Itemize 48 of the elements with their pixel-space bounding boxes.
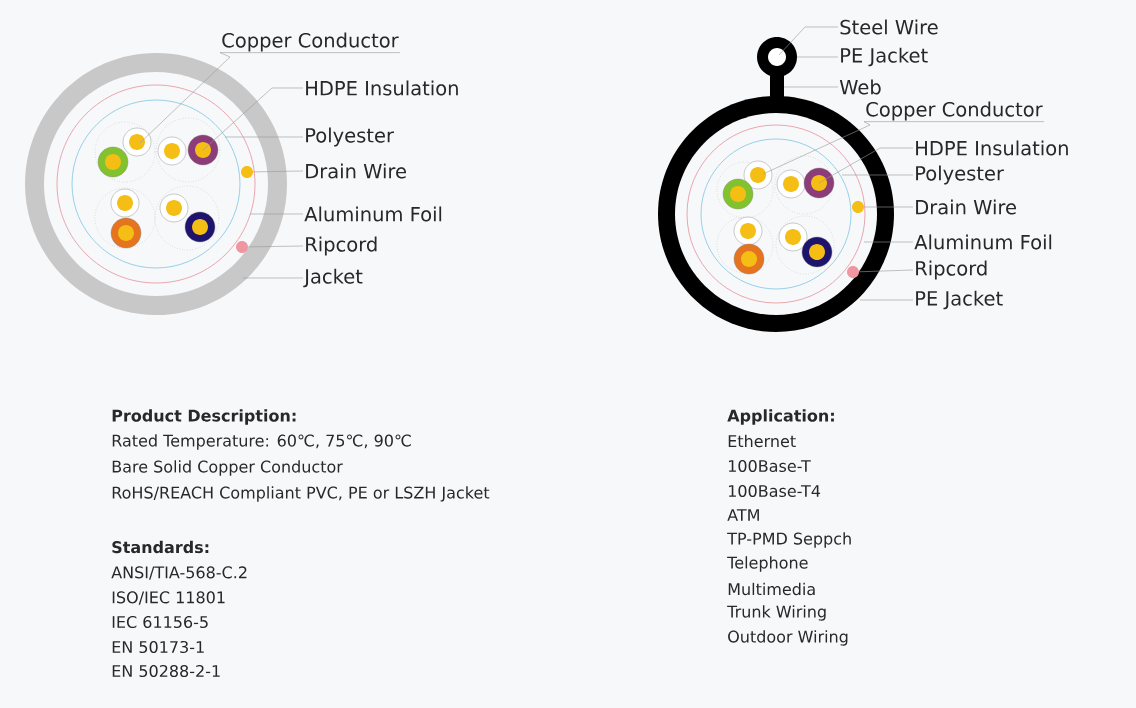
leader-line xyxy=(863,241,914,243)
part-label: Aluminum Foil xyxy=(914,234,1052,250)
part-label: Aluminum Foil xyxy=(304,206,442,222)
leader-line xyxy=(247,245,304,248)
leader-line xyxy=(841,174,914,176)
part-label: HDPE Insulation xyxy=(306,80,458,96)
spec-text: 100Base-T xyxy=(728,459,811,473)
part-label: PE Jacket xyxy=(841,47,928,67)
spec-text: Trunk Wiring xyxy=(727,605,826,621)
spec-text: RoHS/REACH Compliant PVC, PE or LSZH Jacket xyxy=(112,486,490,502)
part-label: Drain Wire xyxy=(916,199,1016,215)
part-label: Copper Conductor xyxy=(222,32,399,52)
part-label: Drain Wire xyxy=(306,163,406,179)
spec-text: Bare Solid Copper Conductor xyxy=(112,460,343,476)
section-heading: Standards: xyxy=(112,540,209,554)
leader-line xyxy=(863,206,914,208)
spec-text: Rated Temperature: 60℃, 75℃, 90℃ xyxy=(112,434,411,450)
section-heading: Application: xyxy=(727,409,834,425)
part-label: Steel Wire xyxy=(840,19,938,35)
spec-text: TP-PMD Seppch xyxy=(727,532,851,548)
spec-text: EN 50173-1 xyxy=(112,640,204,654)
spec-text: ISO/IEC 11801 xyxy=(112,591,225,605)
spec-text: EN 50288-2-1 xyxy=(112,664,220,678)
part-label: Jacket xyxy=(303,268,363,288)
leader-line xyxy=(252,170,304,173)
part-label: Polyester xyxy=(306,127,394,147)
spec-text: ATM xyxy=(727,509,759,521)
leader-line xyxy=(202,87,304,151)
part-label: PE Jacket xyxy=(916,290,1003,310)
part-label: HDPE Insulation xyxy=(916,140,1068,156)
part-label: Polyester xyxy=(916,165,1004,185)
spec-text: ANSI/TIA-568-C.2 xyxy=(111,566,247,580)
leader-line xyxy=(818,147,914,184)
spec-text: Outdoor Wiring xyxy=(728,630,848,646)
spec-text: 100Base-T4 xyxy=(728,484,821,498)
spec-text: Ethernet xyxy=(728,434,796,448)
leader-line xyxy=(139,52,401,144)
part-label: Web xyxy=(839,79,881,95)
part-label: Ripcord xyxy=(306,236,377,256)
part-label: Ripcord xyxy=(916,260,987,280)
spec-text: Multimedia xyxy=(728,582,815,596)
leader-line xyxy=(858,269,914,273)
spec-text: IEC 61156-5 xyxy=(112,615,208,629)
leader-line xyxy=(778,26,839,56)
part-label: Copper Conductor xyxy=(866,101,1043,121)
section-heading: Product Description: xyxy=(112,409,296,425)
leader-line xyxy=(762,121,1045,175)
spec-text: Telephone xyxy=(727,556,808,572)
